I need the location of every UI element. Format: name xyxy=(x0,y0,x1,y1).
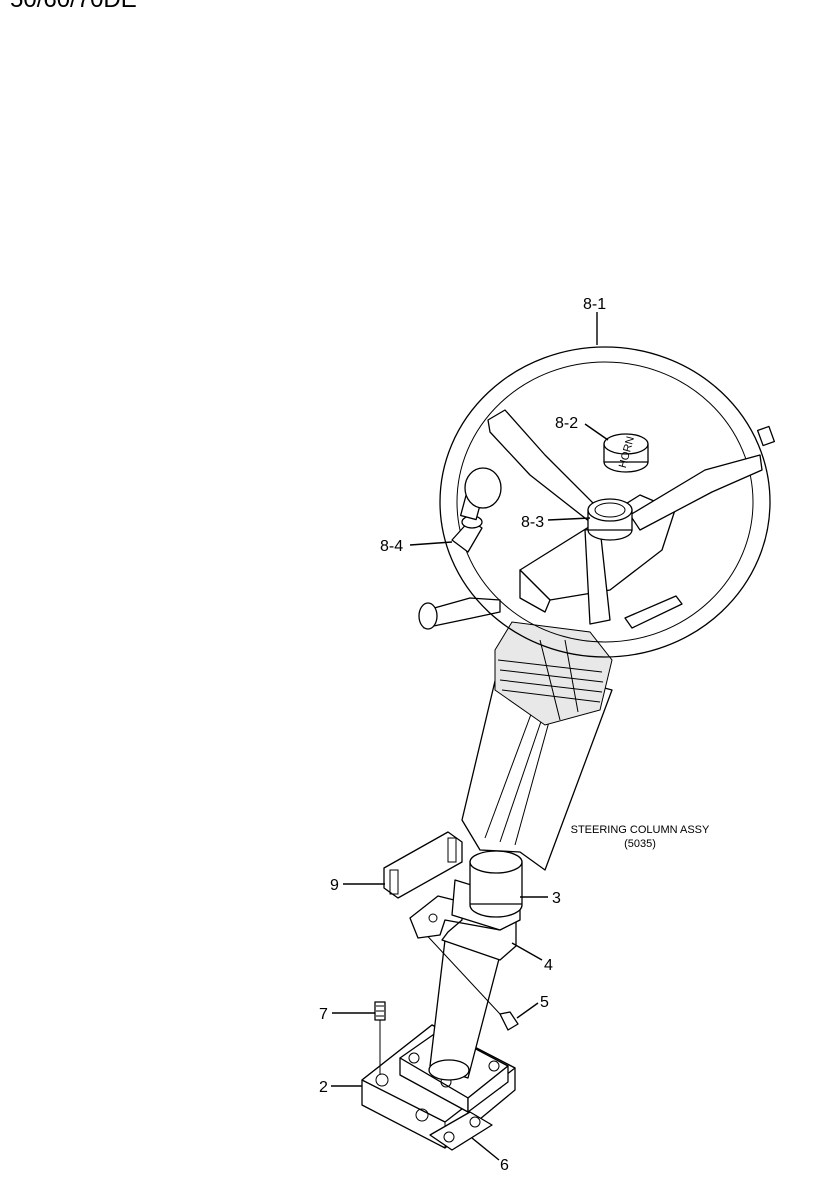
leader-8-2 xyxy=(584,423,609,441)
steering-wheel xyxy=(439,346,776,658)
callout-2: 2 xyxy=(319,1079,328,1096)
callout-9: 9 xyxy=(330,877,339,894)
leader-8-4 xyxy=(409,541,453,546)
assembly-code: (5035) xyxy=(624,838,656,850)
leader-8-3 xyxy=(547,517,591,521)
shim-plate xyxy=(429,1111,493,1151)
leader-6 xyxy=(471,1137,500,1161)
diagram-title: 50/60/70DE xyxy=(10,0,137,14)
bracket-9 xyxy=(383,831,463,899)
lower-shaft xyxy=(428,939,501,1081)
callout-8-1: 8-1 xyxy=(583,296,606,313)
horn-cap: HORN xyxy=(603,433,649,473)
callout-4: 4 xyxy=(544,957,553,974)
collar-3 xyxy=(469,850,523,918)
callout-3: 3 xyxy=(552,890,561,907)
bolt-5 xyxy=(419,927,519,1031)
callout-6: 6 xyxy=(500,1157,509,1174)
callout-7: 7 xyxy=(319,1006,328,1023)
leader-4 xyxy=(511,942,543,961)
spinner-knob xyxy=(451,467,502,553)
signal-lever xyxy=(624,595,683,629)
column-bellows xyxy=(494,621,613,726)
bolt-7 xyxy=(374,1001,386,1075)
callout-8-4: 8-4 xyxy=(380,538,403,555)
callout-8-2: 8-2 xyxy=(555,415,578,432)
callout-8-3: 8-3 xyxy=(521,514,544,531)
hub-nut xyxy=(587,498,633,541)
leader-5 xyxy=(516,1002,539,1019)
assembly-name: STEERING COLUMN ASSY xyxy=(571,824,710,836)
direction-lever xyxy=(418,597,501,630)
callout-5: 5 xyxy=(540,994,549,1011)
